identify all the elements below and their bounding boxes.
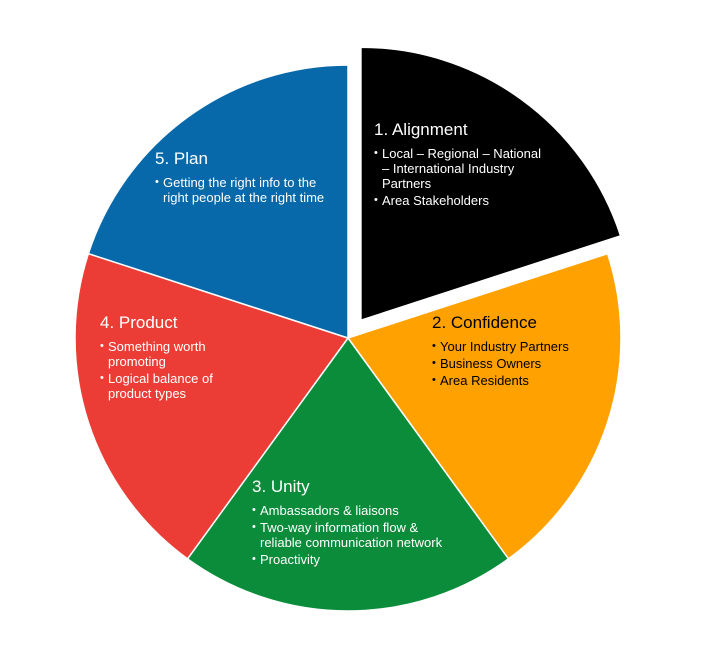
segment-plan-title: 5. Plan bbox=[155, 149, 208, 168]
bullet-item: Your Industry Partners bbox=[432, 339, 602, 354]
segment-product-title: 4. Product bbox=[100, 313, 178, 332]
bullet-item: Area Residents bbox=[432, 373, 602, 388]
segment-confidence-bullets: Your Industry Partners Business Owners A… bbox=[432, 339, 602, 388]
segment-product bbox=[74, 252, 350, 560]
segment-unity-label: 3. Unity Ambassadors & liaisons Two-way … bbox=[252, 477, 452, 569]
segment-plan-bullets: Getting the right info to the right peop… bbox=[155, 175, 340, 205]
segment-product-label: 4. Product Something worth promoting Log… bbox=[100, 313, 250, 403]
segment-product-bullets: Something worth promoting Logical balanc… bbox=[100, 339, 250, 401]
bullet-item: Proactivity bbox=[252, 552, 452, 567]
bullet-item: Something worth promoting bbox=[100, 339, 250, 369]
bullet-item: Area Stakeholders bbox=[374, 193, 544, 208]
bullet-item: Getting the right info to the right peop… bbox=[155, 175, 340, 205]
segment-alignment-label: 1. Alignment Local – Regional – National… bbox=[374, 120, 544, 210]
segment-unity-bullets: Ambassadors & liaisons Two-way informati… bbox=[252, 503, 452, 567]
bullet-item: Ambassadors & liaisons bbox=[252, 503, 452, 518]
segment-confidence bbox=[346, 252, 622, 560]
segment-alignment-title: 1. Alignment bbox=[374, 120, 468, 139]
segment-alignment-bullets: Local – Regional – National – Internatio… bbox=[374, 146, 544, 208]
segment-confidence-label: 2. Confidence Your Industry Partners Bus… bbox=[432, 313, 602, 390]
segment-plan-label: 5. Plan Getting the right info to the ri… bbox=[155, 149, 340, 207]
bullet-item: Local – Regional – National – Internatio… bbox=[374, 146, 544, 191]
bullet-item: Two-way information flow & reliable comm… bbox=[252, 520, 452, 550]
segment-confidence-title: 2. Confidence bbox=[432, 313, 537, 332]
segment-unity-title: 3. Unity bbox=[252, 477, 310, 496]
bullet-item: Logical balance of product types bbox=[100, 371, 250, 401]
bullet-item: Business Owners bbox=[432, 356, 602, 371]
